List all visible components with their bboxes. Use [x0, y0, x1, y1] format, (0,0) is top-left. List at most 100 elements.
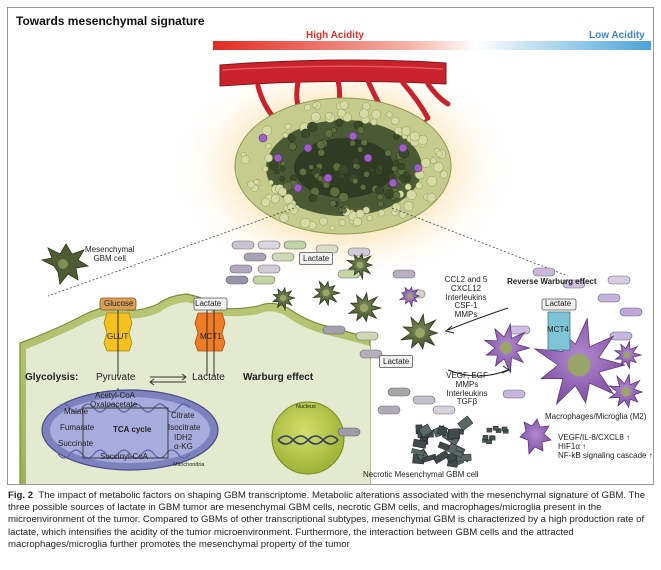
lactate-capsule [392, 269, 416, 279]
tumor-cell [338, 219, 346, 226]
mitochondria [41, 389, 219, 471]
mct1-label: MCT1 [200, 332, 222, 341]
tumor-cell [393, 159, 400, 166]
tumor-cell [357, 146, 364, 153]
tumor-cell [409, 131, 420, 142]
lactate-capsule [359, 349, 383, 359]
tumor-cell [322, 181, 330, 189]
infiltrating-macrophage [323, 173, 333, 183]
tca-malate: Malate [64, 407, 89, 416]
tumor-cell [404, 183, 412, 191]
cytokine-item: TGFβ [456, 397, 478, 407]
mct1-transporter [193, 297, 228, 376]
tumor-cell [369, 167, 375, 174]
tumor-cell [261, 125, 273, 136]
tumor-cell [391, 202, 401, 212]
mesenchymal-cell-icon [40, 243, 90, 285]
necrotic-cell-label: Necrotic Mesenchymal GBM cell [363, 470, 479, 479]
tumor-cell [399, 210, 408, 219]
caption-text: The impact of metabolic factors on shapi… [8, 490, 646, 550]
gbm-cell-nucleus [356, 261, 364, 269]
tca-oxaloacetate: Oxaloacetate [90, 400, 138, 409]
tumor-cell [240, 155, 250, 165]
tumor-cell [391, 116, 400, 125]
tumor-cell [279, 175, 286, 182]
tca-succinate: Succinate [58, 439, 94, 448]
tca-cycle-label: TCA cycle [113, 425, 152, 434]
tumor-cell [420, 157, 431, 168]
tumor-cell [279, 165, 286, 172]
cytokine-item: VEGF, EGF [446, 371, 488, 380]
necrotic-fragment [436, 425, 448, 437]
tumor-cell [299, 167, 307, 176]
tumor-cell [415, 181, 423, 190]
lactate-capsule [257, 240, 281, 250]
tumor-cell [386, 111, 393, 118]
tumor-cell [363, 171, 370, 178]
tumor-cell [371, 109, 381, 120]
tca-isocitrate: Isocitrate [168, 423, 201, 432]
tumor-cell [310, 111, 321, 122]
glut-label: GLUT [107, 332, 129, 341]
infiltrating-macrophage [388, 178, 398, 188]
tumor-cell [264, 153, 273, 163]
tumor-cell [307, 121, 318, 133]
macrophage-cell-nucleus [567, 353, 591, 377]
tumor-cell [268, 160, 279, 171]
pyruvate-label: Pyruvate [96, 372, 136, 383]
tumor-cell [397, 162, 405, 170]
lactate-capsule [229, 264, 253, 274]
mitochondria-label: Mitochondria [173, 462, 205, 468]
signaling-item: VEGF/IL-8/CXCL8 ↑ [558, 433, 631, 442]
necrotic-fragment [486, 427, 493, 433]
tumor-cell [278, 187, 287, 197]
necrotic-fragment [457, 415, 474, 432]
tumor-cell [392, 191, 401, 199]
tumor-cell [394, 126, 403, 135]
lactate-capsule [412, 395, 436, 405]
tumor-cell [352, 178, 359, 185]
lactate-capsule [609, 331, 633, 341]
tumor-cell [356, 126, 365, 134]
cytokines-top: CCL2 and 5 CXCL12 Interleukins CSF-1 MMP… [426, 275, 506, 320]
necrotic-fragment [489, 435, 496, 441]
mesenchymal-cell-label: Mesenchymal GBM cell [85, 245, 135, 263]
lactate-capsule [562, 279, 586, 289]
tumor-cell [370, 118, 378, 126]
caption-label: Fig. 2 [8, 490, 34, 501]
diagram-canvas [19, 41, 651, 484]
tca-idh2: IDH2 [174, 433, 193, 442]
lactate-capsule [502, 389, 526, 399]
macrophage-cell-nucleus [499, 341, 513, 355]
necrotic-fragment [486, 439, 492, 444]
lactate-label: Lactate [192, 372, 225, 383]
macrophages-label: Macrophages/Microglia (M2) [545, 412, 647, 421]
tca-fumarate: Fumarate [60, 423, 95, 432]
tumor-cell [352, 163, 359, 169]
tumor-cell [352, 217, 362, 227]
tumor-cell [426, 175, 438, 187]
necrotic-fragment [492, 425, 499, 431]
tumor-cell [378, 209, 386, 217]
tumor-cell [308, 193, 317, 203]
tumor-cell [337, 108, 346, 118]
tumor-cell [317, 149, 326, 157]
tumor-cell [403, 201, 414, 212]
interaction-arrows [444, 307, 511, 377]
tca-akg: α-KG [174, 442, 193, 451]
cytokine-item: Interleukins [446, 388, 488, 398]
figure-caption: Fig. 2 The impact of metabolic factors o… [8, 490, 654, 551]
infiltrating-macrophage [273, 153, 283, 163]
glut-transporter [99, 297, 137, 376]
signaling-list: VEGF/IL-8/CXCL8 ↑ HIF1α ↑ NF-kB signalin… [558, 433, 653, 460]
lactate-capsule [252, 275, 276, 285]
necrotic-cells [411, 415, 509, 468]
tumor-cell [435, 150, 443, 158]
tumor-cell [316, 140, 326, 150]
tumor-cell [384, 149, 392, 157]
infiltrating-macrophage [363, 153, 373, 163]
tumor-cell [268, 179, 274, 186]
tumor-cell [288, 142, 297, 151]
tumor-cell [360, 138, 368, 146]
tumor-cell [374, 185, 385, 196]
